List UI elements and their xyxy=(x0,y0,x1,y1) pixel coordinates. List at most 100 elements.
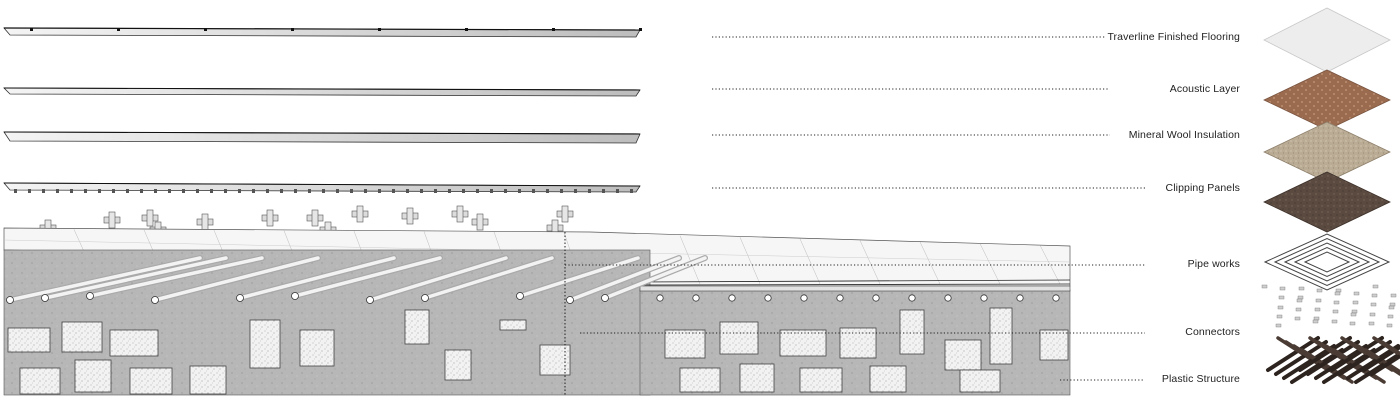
pipe-highlight xyxy=(238,256,396,300)
pipe-end xyxy=(516,292,524,300)
plastic-structure-cutouts xyxy=(7,307,1069,395)
pipe-end xyxy=(421,294,429,302)
pipe-end xyxy=(728,294,736,302)
grid-line xyxy=(859,240,881,285)
clip-tooth xyxy=(602,189,605,193)
clip-tooth xyxy=(224,189,227,193)
structure-stick xyxy=(1330,336,1384,372)
pipe-highlight xyxy=(423,256,554,300)
clip-tooth xyxy=(462,189,465,193)
structure-stick xyxy=(1338,340,1392,376)
connector-piece xyxy=(266,209,274,227)
structure-cutout xyxy=(7,327,51,353)
structure-cutout xyxy=(664,329,706,359)
pipe-highlight xyxy=(88,256,264,298)
grid-line xyxy=(73,229,85,252)
clip-tooth xyxy=(350,189,353,193)
clip-tooth xyxy=(392,189,395,193)
structure-stick xyxy=(1306,340,1360,376)
slab-joint xyxy=(552,28,555,31)
clip-tooth xyxy=(28,189,31,193)
layer-clipping-slab xyxy=(3,182,641,193)
structure-stick xyxy=(1364,348,1400,374)
structure-cutout xyxy=(989,307,1013,365)
pipe-end xyxy=(41,294,49,302)
connector-dot xyxy=(1353,291,1360,296)
structure-cutout xyxy=(899,309,925,355)
structure-cutout xyxy=(444,349,472,381)
connector-dot xyxy=(1350,312,1357,317)
pipe-highlight xyxy=(153,256,320,302)
clip-tooth xyxy=(616,189,619,193)
leader-lines xyxy=(565,36,1145,381)
connector-dot xyxy=(1334,291,1341,296)
slab-joint xyxy=(639,28,642,31)
swatch-flooring xyxy=(1263,7,1391,73)
clip-tooth xyxy=(476,189,479,193)
connector-piece xyxy=(146,209,154,227)
connector-dot xyxy=(1295,307,1302,312)
connector-dot xyxy=(1297,295,1304,300)
structure-cutout xyxy=(499,319,527,331)
pipe-end xyxy=(656,294,664,302)
connector-piece xyxy=(476,213,484,231)
pipe-end xyxy=(236,294,244,302)
connector-dot xyxy=(1386,323,1393,328)
connector-piece xyxy=(311,209,319,227)
clip-tooth xyxy=(574,189,577,193)
pipe-coil-loop xyxy=(1283,242,1371,282)
structure-cutout xyxy=(799,367,843,393)
pipe-end xyxy=(566,296,574,304)
connector-dot xyxy=(1389,302,1396,307)
right-slab-edge-lines xyxy=(639,279,1071,286)
layer-acoustic-slab xyxy=(3,87,641,97)
clip-tooth xyxy=(336,189,339,193)
clip-tooth xyxy=(140,189,143,193)
connector-piece xyxy=(356,205,364,223)
clip-tooth xyxy=(588,189,591,193)
connector-dot xyxy=(1351,309,1358,314)
connector-dot xyxy=(1332,309,1339,314)
grid-line xyxy=(1039,245,1061,285)
clip-tooth xyxy=(294,189,297,193)
pipe-end xyxy=(291,292,299,300)
connector-dot xyxy=(1276,314,1283,319)
connector-dot xyxy=(1388,305,1395,310)
pipe-end xyxy=(366,296,374,304)
clip-tooth xyxy=(84,189,87,193)
connector-dot xyxy=(1296,298,1303,303)
connector-dot xyxy=(1352,300,1359,305)
clip-tooth xyxy=(168,189,171,193)
clip-tooth xyxy=(56,189,59,193)
structure-cutout xyxy=(61,321,103,353)
connector-dot xyxy=(1277,305,1284,310)
clipping-panel-teeth xyxy=(14,189,633,193)
label-structure: Plastic Structure xyxy=(1161,373,1240,385)
connector-piece xyxy=(108,211,116,229)
connector-dot xyxy=(1368,321,1375,326)
structure-cutout xyxy=(109,329,159,357)
connector-piece xyxy=(406,207,414,225)
clip-tooth xyxy=(182,189,185,193)
grid-line xyxy=(799,238,821,285)
structure-cutout xyxy=(739,363,775,393)
clip-tooth xyxy=(420,189,423,193)
pipe-coil-loop xyxy=(1303,251,1351,273)
clip-tooth xyxy=(126,189,129,193)
clip-tooth xyxy=(308,189,311,193)
pipe-end xyxy=(944,294,952,302)
connector-dot xyxy=(1372,284,1379,289)
connector-dot xyxy=(1315,298,1322,303)
clip-tooth xyxy=(322,189,325,193)
clip-tooth xyxy=(532,189,535,193)
connector-dot xyxy=(1279,286,1286,291)
pipe-coil-loop xyxy=(1293,246,1361,278)
pipe-coil-loop xyxy=(1273,237,1381,287)
grid-line xyxy=(979,243,1001,285)
clip-tooth xyxy=(70,189,73,193)
structure-cutout xyxy=(129,367,173,395)
pipe-end xyxy=(800,294,808,302)
clip-tooth xyxy=(238,189,241,193)
clip-tooth xyxy=(518,189,521,193)
